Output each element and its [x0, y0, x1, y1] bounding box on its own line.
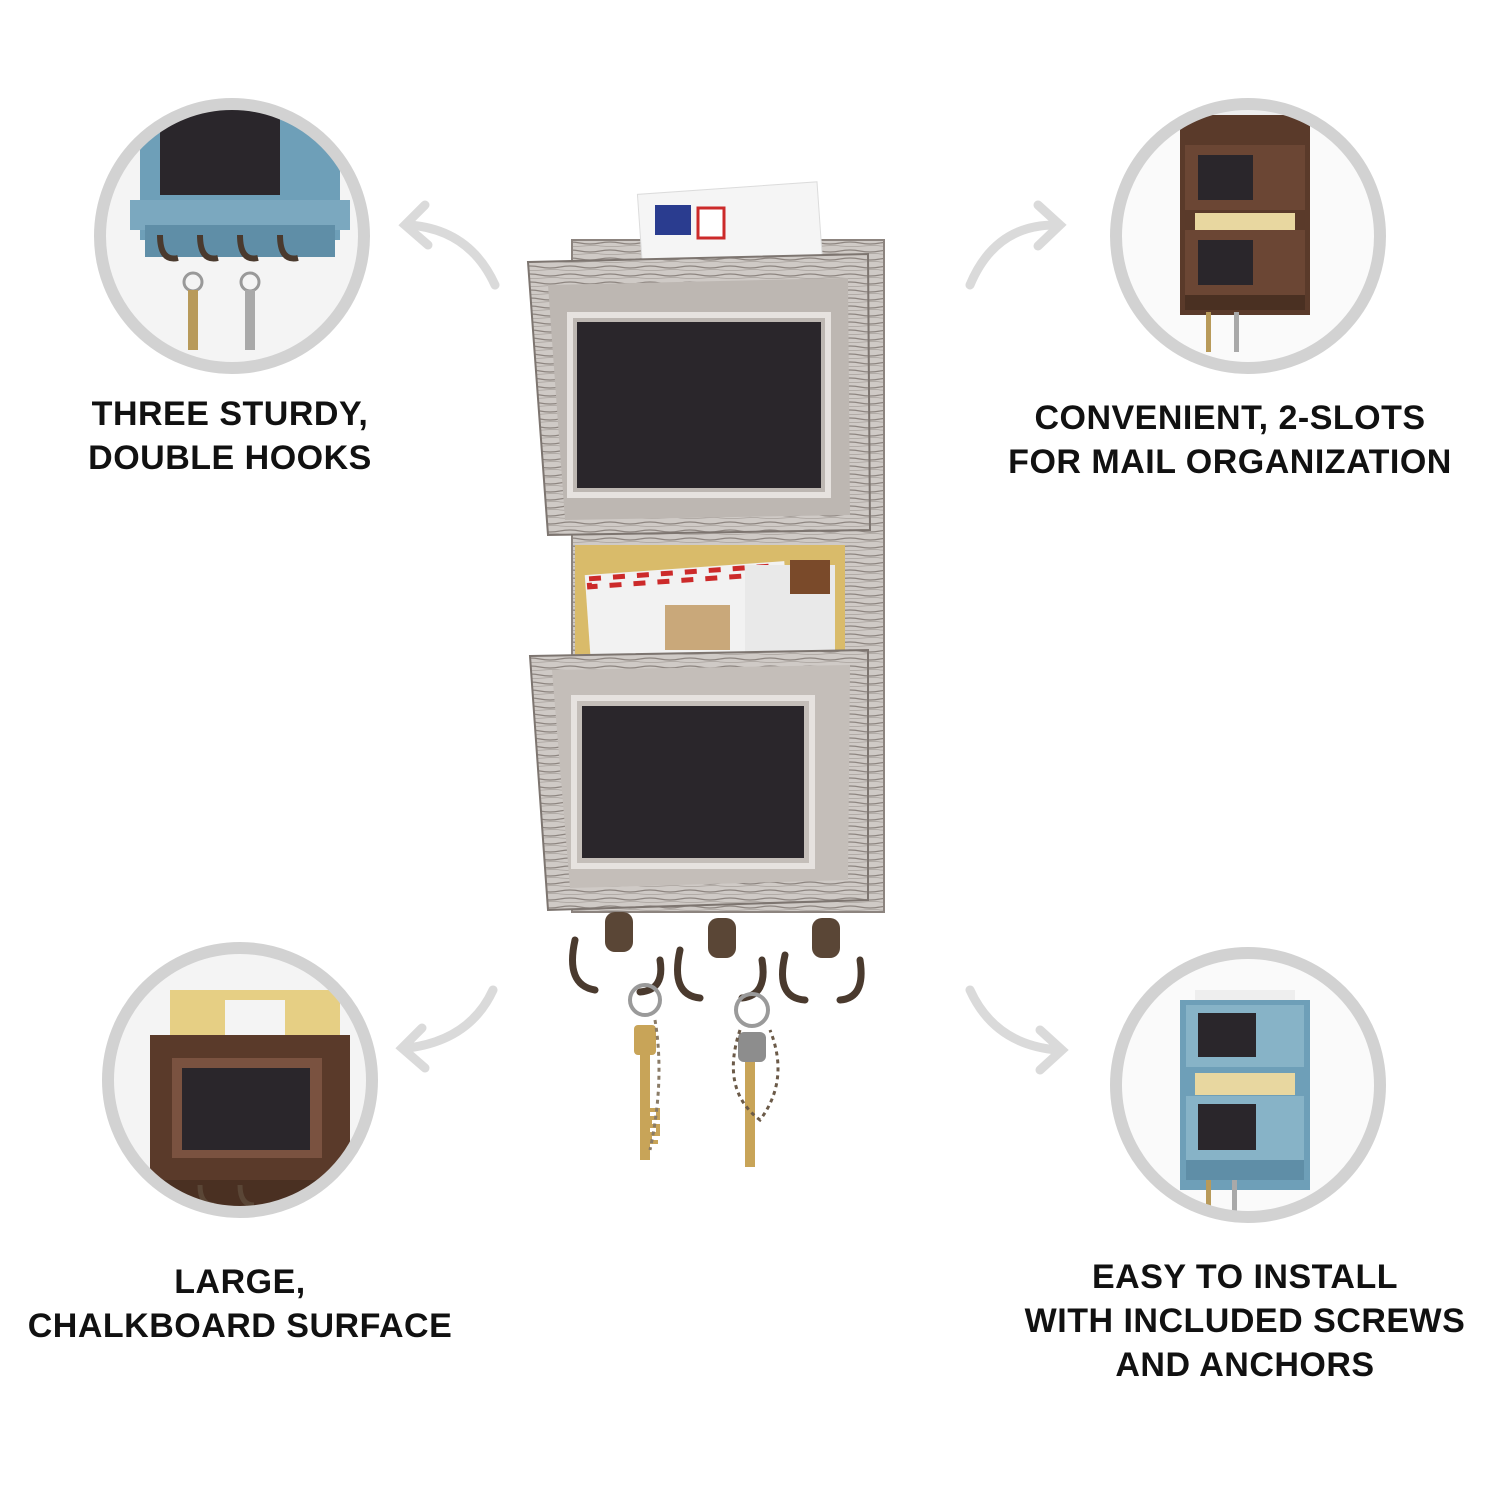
- curved-arrow-icon: [965, 220, 1060, 290]
- curved-arrow-icon: [965, 985, 1063, 1055]
- top-envelopes: [636, 181, 824, 275]
- envelope-icon: [1190, 108, 1300, 119]
- key-icon: [628, 983, 662, 1160]
- caption-line: AND ANCHORS: [1115, 1346, 1375, 1384]
- arrow-bottom-left: [395, 985, 498, 1073]
- caption-line: THREE STURDY,: [91, 395, 369, 433]
- middle-envelopes: [575, 545, 845, 675]
- caption-line: FOR MAIL ORGANIZATION: [1008, 443, 1452, 481]
- caption-line: LARGE,: [174, 1263, 306, 1301]
- feature-caption-slots: CONVENIENT, 2-SLOTS FOR MAIL ORGANIZATIO…: [980, 396, 1480, 484]
- arrow-top-left: [398, 200, 500, 290]
- circle-chalkboard-closeup: [102, 942, 378, 1218]
- feature-caption-install: EASY TO INSTALL WITH INCLUDED SCREWS AND…: [1005, 1255, 1485, 1387]
- arrow-top-right: [965, 200, 1067, 290]
- key-icon: [182, 271, 261, 350]
- arrow-bottom-right: [965, 985, 1069, 1075]
- caption-line: DOUBLE HOOKS: [88, 439, 372, 477]
- hook-icon: [569, 936, 665, 996]
- caption-line: CHALKBOARD SURFACE: [27, 1307, 453, 1345]
- upper-mail-slot: [526, 252, 872, 537]
- circle-brown-organizer: [1110, 98, 1386, 374]
- chalkboard-thumb: [160, 110, 280, 195]
- feature-caption-chalkboard: LARGE, CHALKBOARD SURFACE: [10, 1260, 470, 1348]
- caption-line: WITH INCLUDED SCREWS: [1024, 1302, 1466, 1340]
- key-icon: [731, 992, 780, 1167]
- caption-line: EASY TO INSTALL: [1092, 1258, 1398, 1296]
- curved-arrow-icon: [405, 220, 500, 290]
- hook-icon: [779, 951, 865, 1004]
- caption-line: CONVENIENT, 2-SLOTS: [1034, 399, 1426, 437]
- lower-mail-slot: [528, 648, 869, 912]
- lower-chalkboard: [582, 706, 804, 858]
- curved-arrow-icon: [403, 985, 498, 1053]
- feature-caption-hooks: THREE STURDY, DOUBLE HOOKS: [40, 392, 420, 480]
- hooks: [569, 912, 865, 1004]
- main-product: [526, 181, 885, 1167]
- upper-chalkboard: [577, 322, 821, 488]
- circle-blue-organizer: [1110, 947, 1386, 1223]
- hook-icon: [157, 234, 299, 262]
- circle-hooks-closeup: [94, 98, 370, 374]
